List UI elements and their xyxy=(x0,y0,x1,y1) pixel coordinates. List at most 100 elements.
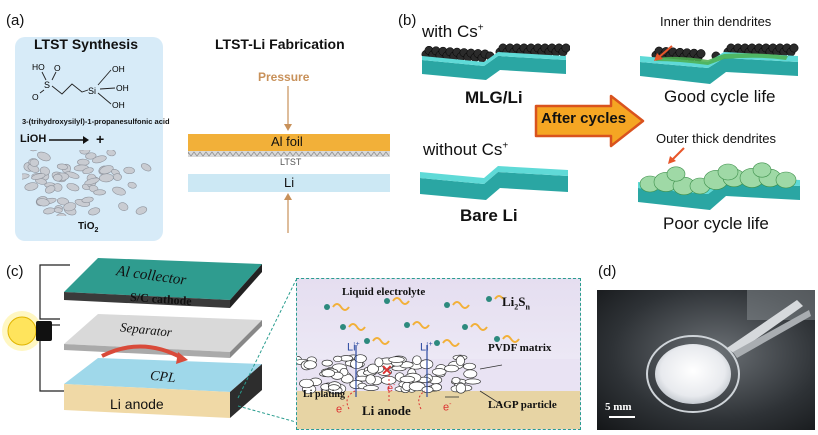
lagp-particle xyxy=(321,369,336,378)
polysulfide-chain xyxy=(502,335,520,343)
electron-sup-1: - xyxy=(342,403,345,410)
tio2-particle xyxy=(31,173,46,180)
atom-oh-3: OH xyxy=(112,100,125,110)
tio2-particle xyxy=(37,151,51,162)
tio2-particle xyxy=(84,177,100,186)
battery-stack xyxy=(64,258,262,418)
dendrite-bump xyxy=(752,162,772,178)
after-cycles-label: After cycles xyxy=(541,110,627,127)
atom-si: Si xyxy=(88,86,96,96)
tio2-particle xyxy=(43,207,56,215)
tio2-particle xyxy=(85,152,97,160)
tio2-particle xyxy=(140,163,152,172)
lagp-particle xyxy=(333,355,343,363)
lagp-particle xyxy=(299,378,314,389)
pvdf-label: PVDF matrix xyxy=(488,342,552,354)
reaction-arrow xyxy=(49,136,89,144)
good-life-plate xyxy=(640,43,799,84)
li-ion-sup-1: + xyxy=(355,341,360,348)
al-foil-label: Al foil xyxy=(271,134,303,149)
polysulfide-chain xyxy=(348,323,366,331)
lagp-particle xyxy=(328,384,340,391)
svg-text:✕: ✕ xyxy=(381,362,393,378)
inset-connector-lines xyxy=(237,279,297,423)
photo-membrane xyxy=(597,290,815,430)
polysulfide-chain xyxy=(392,297,410,305)
lagp-particle xyxy=(412,355,422,365)
li-anode-label: Li anode xyxy=(110,396,164,412)
with-cs-sup: + xyxy=(477,22,484,34)
cs-sphere xyxy=(696,49,706,59)
tio2-particle xyxy=(79,150,91,155)
tio2-particle xyxy=(127,181,137,189)
with-cs-label: with Cs+ xyxy=(422,22,484,42)
tio2-particle xyxy=(88,207,101,216)
panel-c-label: (c) xyxy=(6,263,24,280)
ltst-label: LTST xyxy=(280,157,302,167)
electron-sup-2: - xyxy=(393,382,396,389)
polysulfide-dot xyxy=(494,336,500,342)
polysulfide-dot xyxy=(462,324,468,330)
atom-oh-1: OH xyxy=(112,64,125,74)
polysulfide-chain xyxy=(412,321,430,329)
dendrite-bump xyxy=(666,166,686,182)
lagp-particle xyxy=(321,359,333,367)
polysulfide-chain xyxy=(442,339,460,347)
tio2-particle xyxy=(113,173,122,181)
lagp-label: LAGP particle xyxy=(488,399,557,411)
without-cs-label: without Cs+ xyxy=(423,140,508,160)
mlg-li-plate xyxy=(421,43,570,80)
without-cs-sup: + xyxy=(502,140,509,152)
lagp-particle xyxy=(354,354,367,363)
tio2-particle xyxy=(66,183,80,192)
inset-graphic: ✕ xyxy=(297,295,520,410)
lagp-particle xyxy=(408,381,426,392)
tio2-particle xyxy=(123,166,135,175)
synthesis-box xyxy=(15,37,163,241)
tio2-particle xyxy=(93,189,106,196)
poor-life-label: Poor cycle life xyxy=(663,214,769,233)
bare-li-plate xyxy=(420,166,568,200)
polysulfide-chain xyxy=(494,295,504,300)
atom-o-top: O xyxy=(54,63,61,73)
polysulfide-dot xyxy=(384,298,390,304)
tio2-particle xyxy=(56,212,67,216)
lagp-particle xyxy=(388,356,405,363)
plus-sign: + xyxy=(96,131,105,147)
atom-o-bottom: O xyxy=(32,92,39,102)
tio2-particle xyxy=(65,171,80,179)
electron-text-2: e xyxy=(387,382,394,395)
cs-sphere xyxy=(561,43,570,53)
polysulfide-dot xyxy=(340,324,346,330)
polysulfide-chain xyxy=(372,337,390,345)
cpl-label: CPL xyxy=(149,368,177,387)
molecule-structure: HO S O O Si OH OH OH xyxy=(32,62,129,110)
tio2-particle xyxy=(56,163,69,170)
tio2-particle xyxy=(99,165,114,175)
without-cs-text: without Cs xyxy=(423,140,503,159)
li-ion-sup-2: + xyxy=(428,341,433,348)
polysulfide-chain xyxy=(332,303,350,311)
pressure-label: Pressure xyxy=(258,70,310,84)
electron-text-3: e xyxy=(443,401,450,414)
polysulfide-dot xyxy=(364,338,370,344)
tio2-particle xyxy=(57,197,70,206)
lightbulb-icon xyxy=(2,311,60,351)
atom-oh-2: OH xyxy=(116,83,129,93)
tio2-particle xyxy=(82,167,94,175)
inset-anode-region xyxy=(297,391,580,429)
lagp-particle xyxy=(363,385,379,391)
tio2-particle xyxy=(29,158,40,167)
lagp-particle xyxy=(444,364,459,373)
synthesis-title: LTST Synthesis xyxy=(34,36,138,52)
outer-dendrites-label: Outer thick dendrites xyxy=(656,131,776,146)
polysulfide-dot xyxy=(434,340,440,346)
polysulfide-dot xyxy=(404,322,410,328)
li-ion-label-1: Li+ xyxy=(347,341,360,354)
al-foil-layer xyxy=(188,134,390,151)
tio2-particle xyxy=(44,185,56,194)
tio2-particle xyxy=(53,207,63,214)
tio2-label: TiO2 xyxy=(78,221,98,234)
lagp-particle xyxy=(464,378,481,385)
lagp-particle xyxy=(455,355,465,367)
